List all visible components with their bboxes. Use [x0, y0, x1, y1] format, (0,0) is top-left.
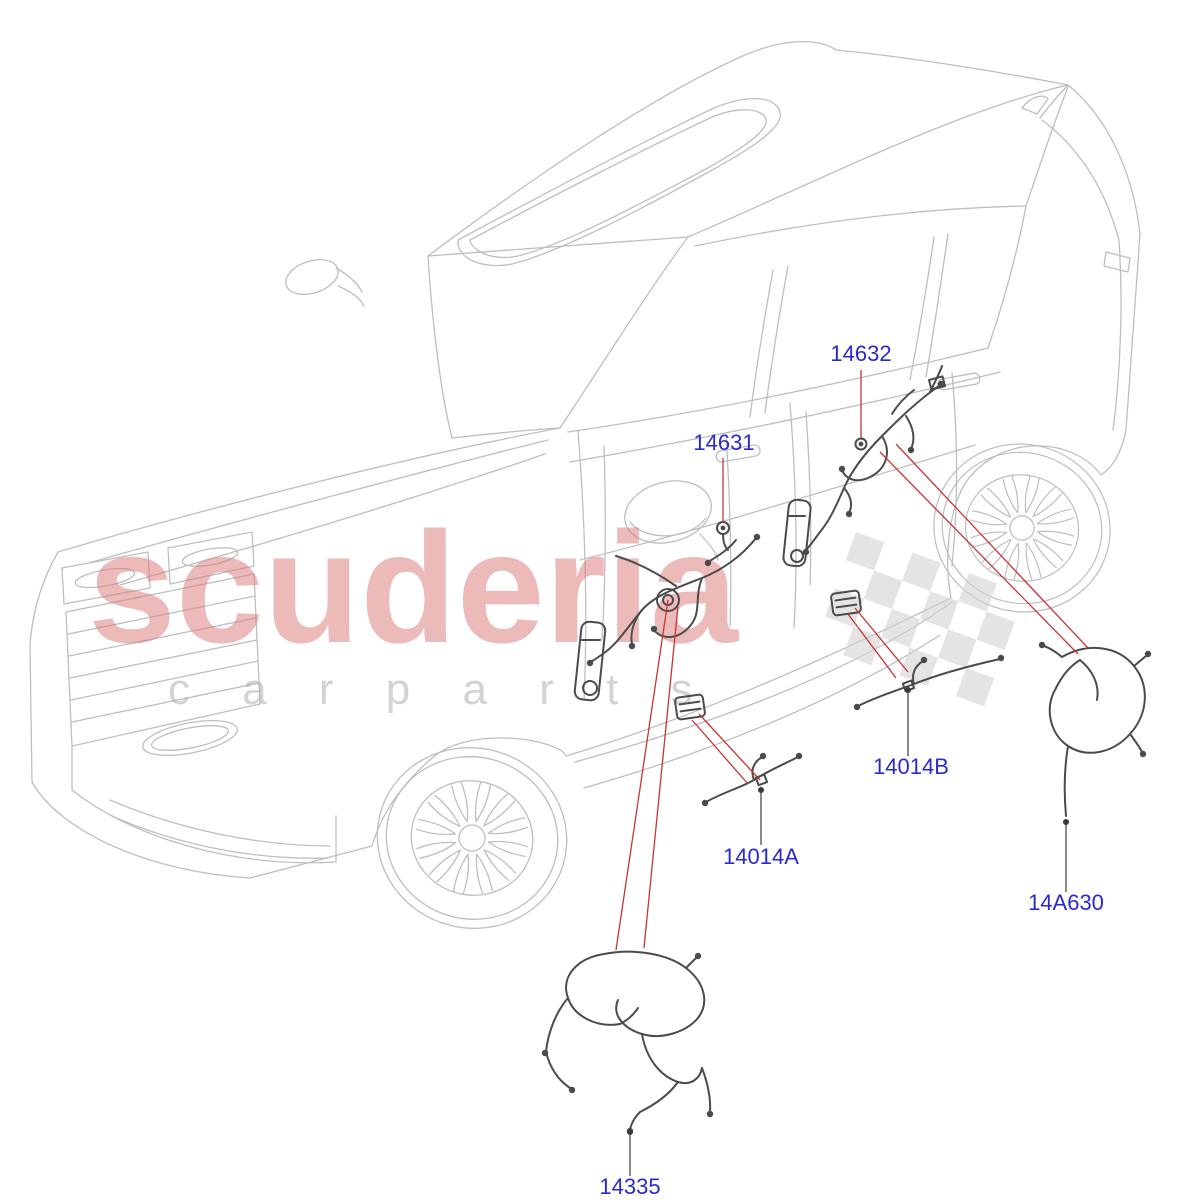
rear-sill-connector — [830, 589, 862, 617]
part-label-14335[interactable]: 14335 — [599, 1174, 660, 1199]
harness-14a630-connectors — [1038, 641, 1152, 758]
front-door-harness-connectors — [586, 525, 761, 667]
watermark-title: scuderia — [88, 500, 739, 676]
harness-14335 — [545, 950, 712, 1131]
harness-14014b-connectors — [853, 654, 1005, 711]
part-label-14632[interactable]: 14632 — [830, 341, 891, 366]
harness-14014a — [705, 756, 799, 803]
red-leader-lines — [615, 370, 1089, 951]
part-label-14014b[interactable]: 14014B — [873, 754, 949, 779]
part-label-14014a[interactable]: 14014A — [723, 844, 799, 869]
front-sill-connector — [674, 693, 706, 721]
vehicle-line-art — [29, 40, 1141, 949]
part-label-14631[interactable]: 14631 — [693, 430, 754, 455]
front-door-harness — [573, 521, 757, 702]
checkered-flag-watermark — [825, 532, 1015, 707]
watermark-subtitle: c a r p a r t s — [168, 665, 713, 714]
rear-door-harness-connectors — [802, 380, 945, 556]
rear-door-harness — [782, 365, 947, 568]
harness-14a630 — [1043, 645, 1147, 817]
black-label-leaders — [627, 687, 1069, 1176]
body-silhouette — [29, 84, 1141, 879]
part-label-14a630[interactable]: 14A630 — [1028, 890, 1104, 915]
harness-14014a-connectors — [701, 752, 803, 807]
